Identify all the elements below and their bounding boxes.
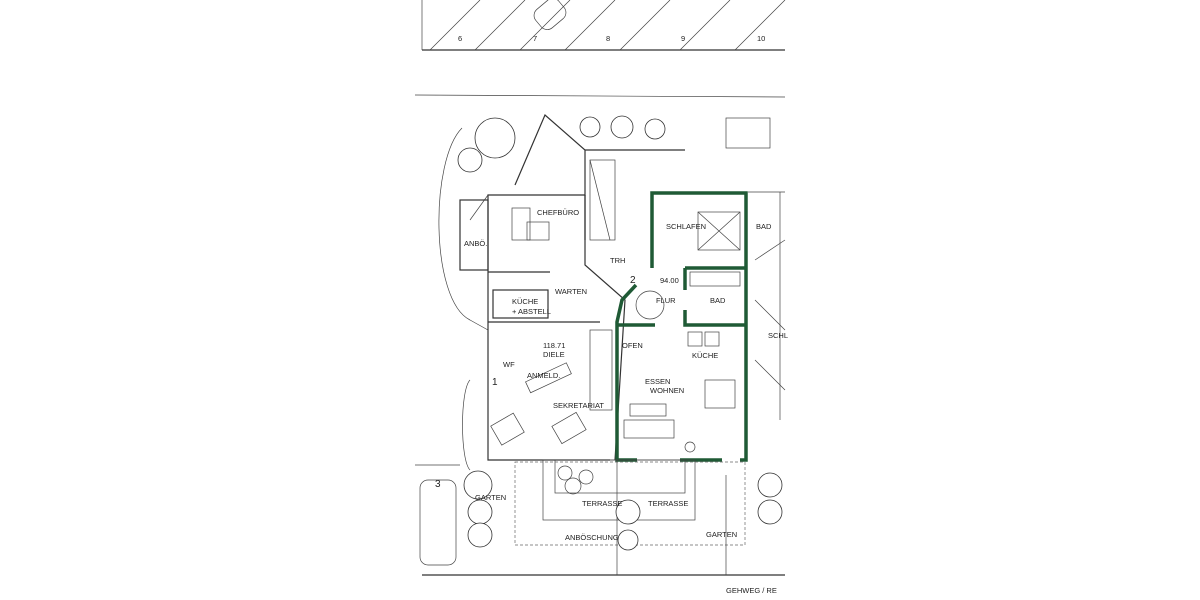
room-label: ANBÖSCHUNG [565, 533, 619, 542]
room-label: SCHL [768, 331, 788, 340]
room-label: WOHNEN [650, 386, 684, 395]
garden-path [438, 127, 489, 331]
room-label: CHEFBÜRO [537, 208, 579, 217]
unit-number: 2 [630, 275, 636, 286]
parking-strip-top [421, 0, 786, 51]
room-label: WF [503, 360, 515, 369]
room-label: BAD [710, 296, 726, 305]
room-label: WARTEN [555, 287, 587, 296]
parking-number: 3 [435, 479, 441, 490]
level-marker: 118.71 [543, 341, 565, 350]
hedge-top [457, 115, 771, 173]
level-marker: 94.00 [660, 276, 679, 285]
room-label: DIELE [543, 350, 565, 359]
room-label: SEKRETARIAT [553, 401, 604, 410]
room-label: ANBÖ. [464, 239, 487, 248]
room-label: OFEN [622, 341, 643, 350]
labels: 6 7 8 9 10 3 1 2 CHEFBÜRO ANBÖ. KÜCHE + … [435, 34, 788, 595]
room-label: FLUR [656, 296, 676, 305]
room-label: GARTEN [706, 530, 737, 539]
room-label: TRH [610, 256, 625, 265]
room-label: KÜCHE [512, 297, 538, 306]
building-walls [459, 114, 786, 461]
room-label: BAD [756, 222, 772, 231]
car-icon [419, 479, 457, 566]
room-label: GARTEN [475, 493, 506, 502]
room-label: ANMELD. [527, 371, 560, 380]
room-label: TERRASSE [648, 499, 688, 508]
room-label: KÜCHE [692, 351, 718, 360]
furniture [490, 207, 741, 495]
car-icon [533, 0, 567, 30]
parking-number: 9 [681, 34, 685, 43]
room-label: + ABSTELL [512, 307, 551, 316]
unit-number: 1 [492, 377, 498, 388]
parking-number: 7 [533, 34, 537, 43]
garden-area [415, 459, 785, 576]
street-label: GEHWEG / RE [726, 586, 777, 595]
parking-number: 10 [757, 34, 765, 43]
room-label: TERRASSE [582, 499, 622, 508]
room-label: SCHLAFEN [666, 222, 706, 231]
parking-number: 8 [606, 34, 610, 43]
property-line [414, 94, 786, 98]
room-label: ESSEN [645, 377, 670, 386]
parking-number: 6 [458, 34, 462, 43]
